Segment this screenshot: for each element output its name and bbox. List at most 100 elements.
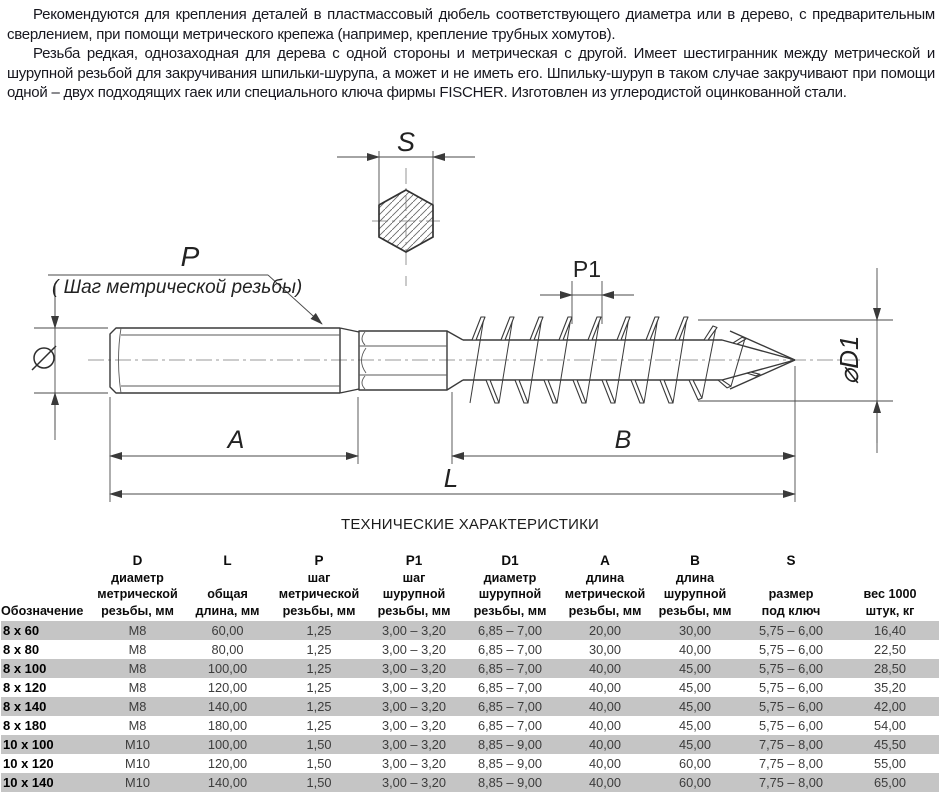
- header-line: резьбы, мм: [473, 603, 547, 618]
- header-line: P: [314, 553, 324, 568]
- cell: 1,50: [306, 737, 332, 752]
- d1-dimension: ⌀D1: [698, 268, 893, 453]
- thread-tooth: [558, 316, 573, 341]
- thread-tooth: [471, 316, 486, 341]
- thread-flank: [585, 316, 601, 404]
- cell: 7,75 – 8,00: [758, 756, 824, 771]
- header-line: [841, 570, 939, 587]
- header-line: метрической: [564, 587, 646, 601]
- cell: 54,00: [873, 718, 907, 733]
- cell: 42,00: [873, 699, 907, 714]
- thread-tooth: [688, 379, 703, 401]
- metric-thread: [109, 327, 360, 394]
- header-line: P1: [405, 553, 423, 568]
- header-line: штук, кг: [865, 603, 915, 618]
- row-label: 8 x 180: [3, 718, 47, 733]
- cell: 8,85 – 9,00: [477, 756, 543, 771]
- header-line: резьбы, мм: [101, 603, 174, 618]
- thread-flank: [701, 327, 717, 399]
- cell: 45,00: [678, 699, 712, 714]
- cell: 80,00: [211, 642, 244, 657]
- cell: 60,00: [211, 623, 244, 638]
- intro-text: Рекомендуются для крепления деталей в пл…: [7, 5, 935, 103]
- header-line: B: [690, 553, 700, 568]
- thread-tooth: [485, 379, 500, 404]
- cell: 45,50: [873, 737, 907, 752]
- header-line: [1, 553, 89, 570]
- cell: 28,50: [873, 661, 907, 676]
- header-line: резьбы, мм: [282, 603, 356, 618]
- header-line: [841, 553, 939, 570]
- thread-tooth: [732, 336, 747, 345]
- cell: 65,00: [873, 775, 907, 790]
- cell: M8: [128, 680, 147, 695]
- cell: 40,00: [588, 661, 622, 676]
- cell: 16,40: [873, 623, 907, 638]
- section-title: ТЕХНИЧЕСКИЕ ХАРАКТЕРИСТИКИ: [340, 516, 600, 533]
- p-leader: P ( Шаг метрической резьбы): [48, 241, 323, 325]
- cell: 140,00: [207, 699, 248, 714]
- cell: 45,00: [678, 680, 712, 695]
- cell: M8: [128, 718, 147, 733]
- cell: 1,25: [306, 718, 332, 733]
- b-label: B: [615, 426, 632, 454]
- thread-tooth: [630, 379, 645, 404]
- cell: 22,50: [873, 642, 907, 657]
- cell: 1,50: [306, 775, 332, 790]
- header-line: под ключ: [761, 603, 821, 618]
- hex-flats: [358, 330, 464, 391]
- header-line: D1: [501, 553, 519, 568]
- header-line: L: [223, 553, 232, 568]
- cell: 3,00 – 3,20: [381, 623, 447, 638]
- cell: 60,00: [678, 756, 712, 771]
- cell: 7,75 – 8,00: [758, 737, 824, 752]
- cell: 60,00: [678, 775, 712, 790]
- cell: 6,85 – 7,00: [477, 699, 543, 714]
- cell: 1,25: [306, 680, 332, 695]
- thread-flank: [527, 316, 543, 404]
- cell: 35,20: [873, 680, 907, 695]
- diameter-dimension: [31, 283, 108, 440]
- row-label: 10 x 100: [3, 737, 54, 752]
- thread-flank: [643, 316, 659, 404]
- cell: 5,75 – 6,00: [758, 699, 824, 714]
- header-line: шурупной: [382, 587, 446, 601]
- intro-paragraph-2: Резьба редкая, однозаходная для дерева с…: [7, 45, 935, 101]
- thread-tooth: [645, 316, 660, 341]
- row-label: 10 x 120: [3, 756, 54, 771]
- cell: 5,75 – 6,00: [758, 661, 824, 676]
- cell: 3,00 – 3,20: [381, 718, 447, 733]
- header-line: длина: [675, 570, 715, 585]
- header-line: S: [786, 553, 796, 568]
- s-dimension: S: [337, 127, 475, 204]
- row-label: 8 x 140: [3, 699, 47, 714]
- header-line: [1, 570, 89, 587]
- cell: 120,00: [207, 680, 248, 695]
- diameter-icon: [31, 345, 57, 371]
- d1-label: ⌀D1: [834, 336, 864, 385]
- cell: 6,85 – 7,00: [477, 718, 543, 733]
- cell: 5,75 – 6,00: [758, 642, 824, 657]
- thread-flank: [556, 316, 572, 404]
- thread-tooth: [616, 316, 631, 341]
- thread-tooth: [674, 316, 689, 341]
- cell: 5,75 – 6,00: [758, 718, 824, 733]
- p-note: ( Шаг метрической резьбы): [52, 277, 302, 298]
- header-line: [1, 586, 89, 603]
- cell: 40,00: [588, 680, 622, 695]
- header-line: общая: [207, 587, 248, 601]
- header-line: шурупной: [663, 587, 727, 601]
- cell: 3,00 – 3,20: [381, 756, 447, 771]
- cell: 1,50: [306, 756, 332, 771]
- cell: 180,00: [207, 718, 248, 733]
- cell: 100,00: [207, 737, 248, 752]
- cell: 5,75 – 6,00: [758, 623, 824, 638]
- cell: 3,00 – 3,20: [381, 680, 447, 695]
- hex-section-view: [372, 168, 440, 286]
